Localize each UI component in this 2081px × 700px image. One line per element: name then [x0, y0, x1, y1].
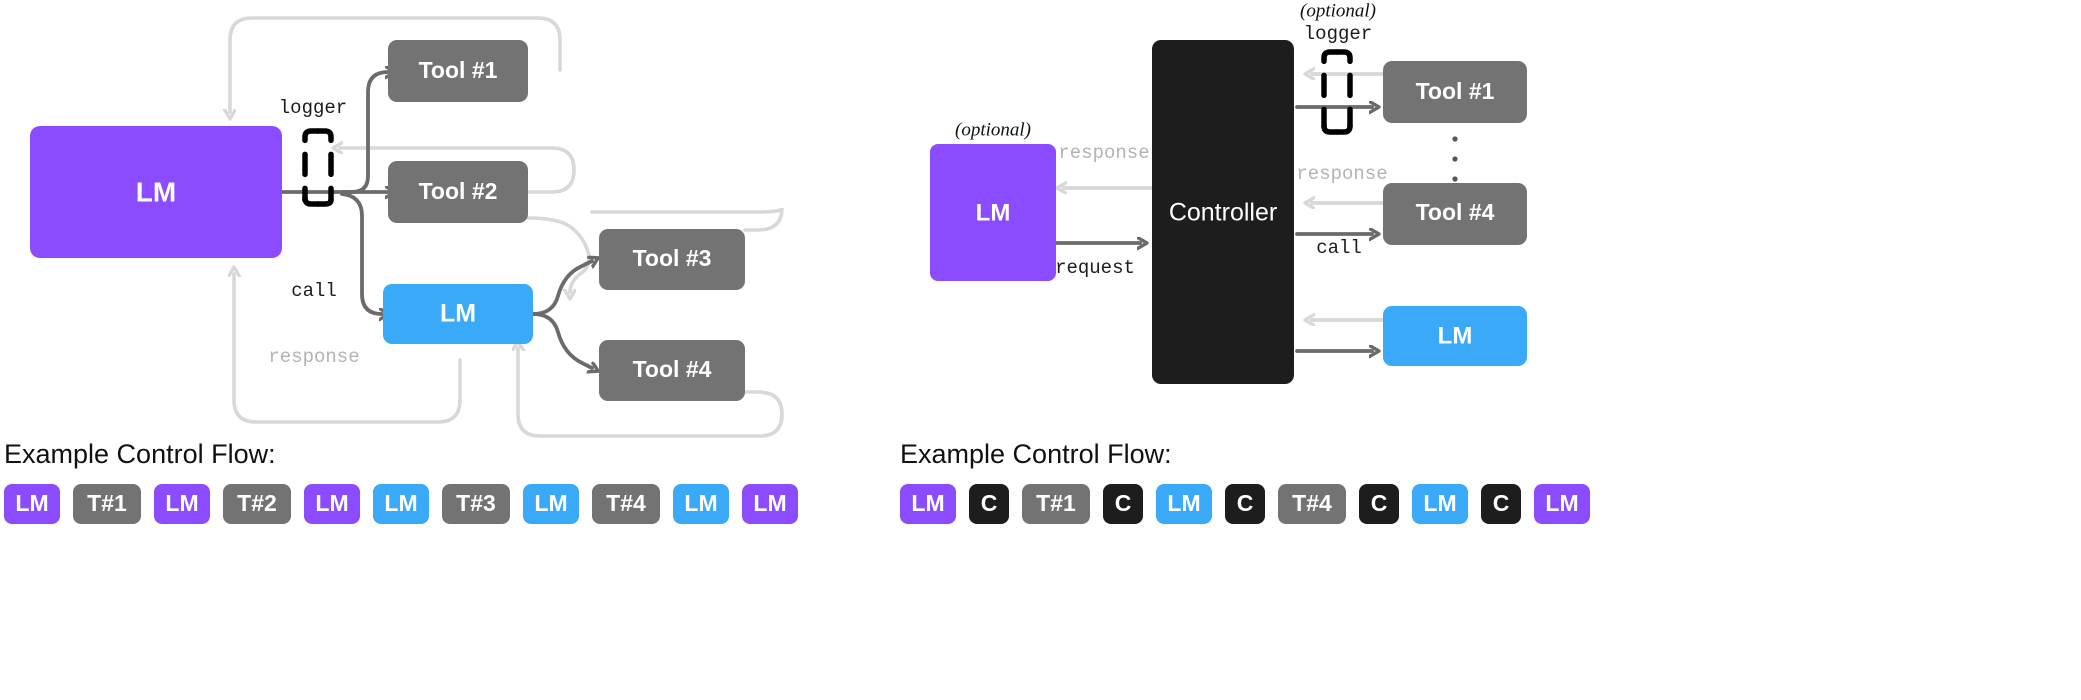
left-flow-chip-2[interactable] — [154, 484, 210, 524]
node-tool-4[interactable]: Tool #4 — [599, 340, 745, 401]
node-tool-2[interactable]: Tool #2 — [388, 161, 528, 223]
node-tool-3[interactable]: Tool #3 — [599, 229, 745, 290]
label-call-left: call — [291, 280, 337, 302]
right-flow-chips: LM C T#1 C LM C T#4 C LM C LM — [900, 484, 1590, 524]
label-optional-logger: (optional) — [1300, 0, 1376, 21]
node-controller[interactable]: Controller — [1152, 40, 1294, 384]
right-flow-chip-6-label: T#4 — [1292, 490, 1332, 516]
left-flow-chip-3-label: T#2 — [237, 490, 277, 516]
right-flow-chip-6[interactable] — [1278, 484, 1346, 524]
node-lm-main-label: LM — [136, 176, 176, 207]
node-tool-1-label: Tool #1 — [419, 57, 498, 83]
edge-tool2-to-lm — [340, 148, 576, 194]
node-tool-2-label: Tool #2 — [419, 178, 498, 204]
right-flow-chip-9-label: C — [1493, 490, 1510, 516]
node-right-lm-blue[interactable]: LM — [1383, 306, 1527, 366]
left-flow-chip-8-label: T#4 — [606, 490, 646, 516]
left-flow-chip-4[interactable] — [304, 484, 360, 524]
node-right-tool-1[interactable]: Tool #1 — [1383, 61, 1527, 123]
edge-logger-to-lmsub — [340, 192, 382, 314]
edge-lmsub-to-tool4 — [531, 312, 592, 368]
edge-tool4-to-lmsub — [518, 348, 784, 438]
node-tool-3-label: Tool #3 — [633, 245, 712, 271]
node-lm-optional-label: LM — [976, 199, 1011, 226]
label-response-left: response — [268, 346, 359, 368]
right-flow-chip-1[interactable] — [969, 484, 1009, 524]
left-flow-chip-4-label: LM — [315, 490, 348, 516]
logger-bracket-icon — [302, 128, 334, 207]
left-flow-chip-2-label: LM — [165, 490, 198, 516]
label-optional-lm: (optional) — [955, 119, 1031, 140]
right-panel: LM Controller Tool #1 Tool #4 LM (option… — [930, 0, 1527, 384]
left-flow-chip-6-label: T#3 — [456, 490, 496, 516]
right-flow-chip-4[interactable] — [1156, 484, 1212, 524]
label-call-right: call — [1316, 237, 1362, 259]
right-flow-chip-2[interactable] — [1022, 484, 1090, 524]
right-flow-chip-8-label: LM — [1423, 490, 1456, 516]
right-flow-chip-1-label: C — [981, 490, 998, 516]
edge-tool1-to-lm — [230, 16, 562, 112]
right-flow-chip-7-label: C — [1371, 490, 1388, 516]
node-controller-label: Controller — [1169, 199, 1277, 227]
left-flow-chip-8[interactable] — [592, 484, 660, 524]
node-lm-sub-label: LM — [440, 300, 476, 328]
label-request: request — [1055, 257, 1135, 279]
left-flow-chip-7[interactable] — [523, 484, 579, 524]
left-flow-chip-10-label: LM — [753, 490, 786, 516]
node-lm-sub[interactable]: LM — [383, 284, 533, 344]
node-right-lm-blue-label: LM — [1438, 322, 1473, 349]
left-flow-chip-1-label: T#1 — [87, 490, 127, 516]
right-flow-chip-0[interactable] — [900, 484, 956, 524]
left-flow-chip-10[interactable] — [742, 484, 798, 524]
label-logger-left: logger — [279, 97, 347, 119]
right-flow-chip-9[interactable] — [1481, 484, 1521, 524]
left-flow-title: Example Control Flow: — [4, 439, 276, 469]
right-flow-chip-7[interactable] — [1359, 484, 1399, 524]
left-flow-chip-1[interactable] — [73, 484, 141, 524]
left-flow-chip-9[interactable] — [673, 484, 729, 524]
left-flow-chip-0[interactable] — [4, 484, 60, 524]
right-flow-chip-3-label: C — [1115, 490, 1132, 516]
edge-tool2-to-lmsub — [526, 216, 591, 292]
right-flow-title: Example Control Flow: — [900, 439, 1172, 469]
left-flow-chip-5[interactable] — [373, 484, 429, 524]
right-flow-chip-8[interactable] — [1412, 484, 1468, 524]
node-tool-1[interactable]: Tool #1 — [388, 40, 528, 102]
node-tool-4-label: Tool #4 — [633, 356, 712, 382]
vertical-ellipsis-icon — [1452, 136, 1458, 182]
left-flow-chip-3[interactable] — [223, 484, 291, 524]
node-right-tool-4-label: Tool #4 — [1416, 199, 1495, 225]
left-panel: LM Tool #1 Tool #2 LM Tool #3 Tool #4 lo… — [30, 16, 784, 438]
edge-response-to-lm — [234, 274, 462, 424]
right-flow-chip-10-label: LM — [1545, 490, 1578, 516]
node-lm-main[interactable]: LM — [30, 126, 282, 258]
right-flow-chip-2-label: T#1 — [1036, 490, 1076, 516]
node-lm-optional[interactable]: LM — [930, 144, 1056, 281]
label-logger-right: logger — [1304, 23, 1372, 45]
left-flow-chip-6[interactable] — [442, 484, 510, 524]
logger-bracket-icon-right — [1321, 49, 1353, 135]
node-right-tool-1-label: Tool #1 — [1416, 78, 1495, 104]
right-flow-chip-0-label: LM — [911, 490, 944, 516]
right-flow-chip-5-label: C — [1237, 490, 1254, 516]
left-flow-chip-7-label: LM — [534, 490, 567, 516]
left-flow-chip-9-label: LM — [684, 490, 717, 516]
edge-lmsub-to-tool3 — [531, 261, 592, 316]
right-flow-chip-5[interactable] — [1225, 484, 1265, 524]
node-right-tool-4[interactable]: Tool #4 — [1383, 183, 1527, 245]
right-flow-chip-4-label: LM — [1167, 490, 1200, 516]
left-flow-chip-0-label: LM — [15, 490, 48, 516]
left-flow-chip-5-label: LM — [384, 490, 417, 516]
edge-tool3-loop — [590, 207, 784, 232]
edge-logger-to-tool1 — [340, 72, 388, 194]
label-response-tool: response — [1296, 163, 1387, 185]
label-response-lm: response — [1058, 142, 1149, 164]
left-flow-chips: LM T#1 LM T#2 LM LM T#3 LM T#4 LM LM — [4, 484, 798, 524]
right-flow-chip-3[interactable] — [1103, 484, 1143, 524]
right-flow-chip-10[interactable] — [1534, 484, 1590, 524]
